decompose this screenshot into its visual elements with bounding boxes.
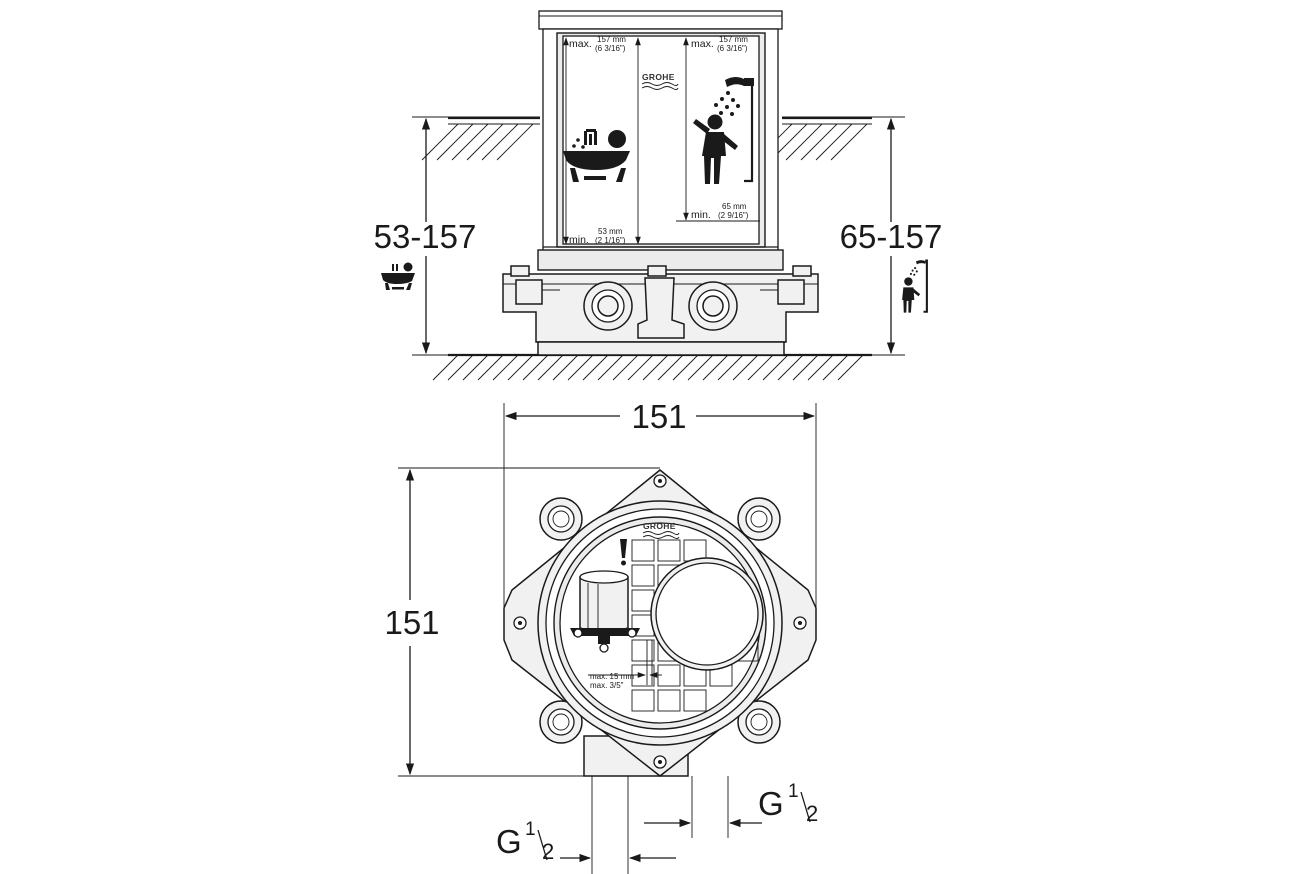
inner-left-min-label: min. [569, 234, 589, 246]
screw-lug-top-left [539, 497, 583, 541]
inner-right-max-in: (6 3/16") [717, 44, 748, 53]
depth-right-value: 65-157 [840, 218, 943, 255]
inner-left-min-in: (2 1/16") [595, 236, 626, 245]
svg-text:GROHE: GROHE [642, 72, 675, 82]
valve-body: GROHE [503, 469, 817, 777]
bathtub-small-icon [381, 262, 415, 290]
screw-lug-bottom-right [737, 700, 781, 744]
screw-lug-bottom-left [539, 700, 583, 744]
svg-text:G: G [496, 823, 522, 860]
brand-logo: GROHE [641, 72, 679, 90]
svg-text:2: 2 [806, 801, 818, 826]
depth-dimension-left [412, 116, 540, 356]
width-dimension [503, 403, 817, 608]
bathtub-icon [563, 129, 630, 182]
svg-text:1: 1 [788, 781, 799, 802]
inner-right-max-label: max. [691, 38, 714, 50]
connection-label-left: G 1 2 [496, 819, 554, 864]
top-view: 151 151 [384, 398, 818, 874]
inner-right-min-mm: 65 mm [722, 202, 747, 211]
shower-person-icon [693, 77, 754, 184]
mounting-base [502, 249, 819, 356]
wall-surface-lower [432, 353, 872, 381]
height-dimension [398, 467, 660, 777]
svg-text:2: 2 [542, 839, 554, 864]
connection-label-right: G 1 2 [758, 781, 818, 826]
wall-surface-upper [421, 116, 872, 161]
inner-left-max-in: (6 3/16") [595, 44, 626, 53]
inner-right-max-mm: 157 mm [719, 35, 748, 44]
inner-right-min-label: min. [691, 209, 711, 221]
inner-dimensions [563, 37, 760, 245]
svg-text:G: G [758, 785, 784, 822]
svg-text:GROHE: GROHE [643, 521, 676, 531]
cartridge-cup-icon [570, 570, 640, 653]
offset-in: max. 3/5" [590, 681, 624, 690]
inner-left-max-label: max. [569, 38, 592, 50]
inner-left-max-mm: 157 mm [597, 35, 626, 44]
offset-mm: max. 15 mm [590, 672, 634, 681]
pipe-connections [560, 776, 762, 874]
top-width-value: 151 [631, 398, 686, 435]
depth-dimension-right [782, 116, 905, 356]
inner-right-min-in: (2 9/16") [718, 211, 749, 220]
top-height-value: 151 [384, 604, 439, 641]
side-view: max. 157 mm (6 3/16") max. 157 mm (6 3/1… [374, 10, 943, 381]
depth-left-value: 53-157 [374, 218, 477, 255]
inner-left-min-mm: 53 mm [598, 227, 623, 236]
shower-small-icon [902, 259, 928, 313]
svg-text:1: 1 [525, 819, 536, 840]
screw-lug-top-right [737, 497, 781, 541]
top-brand-logo: GROHE [642, 521, 680, 539]
exclamation-icon [620, 539, 627, 566]
